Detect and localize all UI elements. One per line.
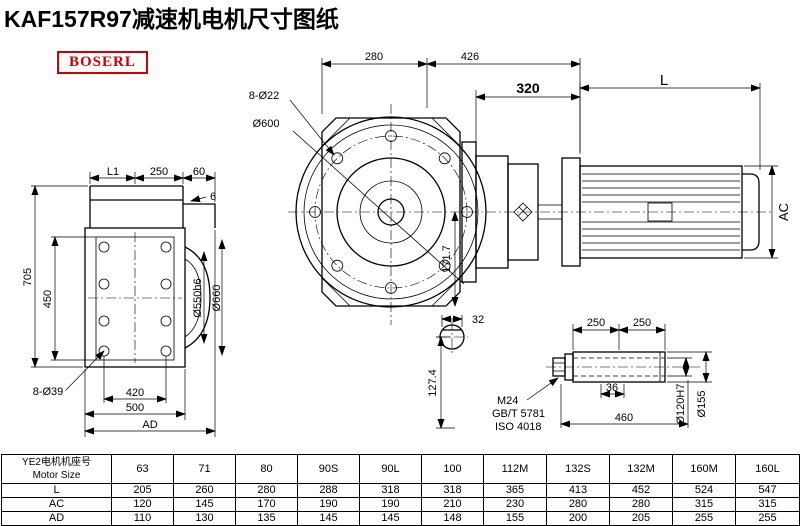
dim-500-label: 500 [126, 402, 144, 414]
dim-36-label: 36 [606, 382, 618, 394]
dim-171-label: 171.7 [441, 245, 453, 273]
dim-cell: 170 [235, 497, 298, 512]
bolt-thread-label: M24 [497, 395, 518, 407]
dim-cell: 280 [609, 497, 673, 512]
motor-size-header: 160M [672, 454, 736, 484]
dim-460-label: 460 [615, 412, 633, 424]
dim-cell: 452 [609, 483, 673, 498]
dim-cell: 288 [297, 483, 360, 498]
technical-drawing-canvas: L1 250 60 6 705 450 8-Ø39 420 500 AD Ø55… [22, 51, 791, 437]
dim-cell: 315 [735, 497, 800, 512]
dim-cell: 318 [421, 483, 484, 498]
dim-250b-label: 250 [633, 317, 651, 329]
dim-8xd39-label: 8-Ø39 [33, 386, 64, 398]
dim-cell: 524 [672, 483, 736, 498]
gearbox-body-outline [84, 227, 186, 368]
dim-ad-label: AD [142, 419, 157, 431]
dim-6-label: 6 [210, 191, 216, 203]
left-side-view [84, 185, 216, 368]
table-row-L: L 205 260 280 288 318 318 365 413 452 52… [1, 483, 800, 498]
brand-logo: BOSERL [57, 51, 148, 74]
side-view-dimensions: 320 L AC 171.7 [441, 72, 791, 307]
table-row-AC: AC 120 145 170 190 190 210 230 280 280 3… [1, 497, 800, 512]
dim-d600-label: Ø600 [253, 118, 280, 130]
table-header-row: YE2电机机座号 Motor Size 63 71 80 90S 90L 100… [1, 454, 800, 484]
dim-cell: 190 [297, 497, 360, 512]
dim-d660-label: Ø660 [211, 285, 223, 312]
dim-250-label: 250 [150, 166, 168, 178]
dim-cell: 230 [483, 497, 547, 512]
motor-size-header: 90S [297, 454, 360, 484]
dim-320-label: 320 [516, 80, 540, 96]
motor-size-table: YE2电机机座号 Motor Size 63 71 80 90S 90L 100… [1, 454, 800, 526]
diameter-leader-line [292, 130, 465, 285]
dim-cell: 120 [111, 497, 174, 512]
motor-size-header: 100 [421, 454, 484, 484]
motor-side-view [461, 141, 760, 283]
front-flange-view [288, 104, 772, 325]
dim-cell: 413 [546, 483, 610, 498]
dim-cell: 315 [672, 497, 736, 512]
dim-8xd22-label: 8-Ø22 [249, 90, 280, 102]
motor-nameplate [647, 202, 673, 222]
dim-cell: 210 [421, 497, 484, 512]
dim-cell: 280 [235, 483, 298, 498]
header-cn: YE2电机机座号 [22, 457, 91, 468]
table-corner-header: YE2电机机座号 Motor Size [1, 454, 112, 484]
dim-426-label: 426 [461, 51, 479, 63]
dim-cell: 260 [173, 483, 236, 498]
housing-outline [321, 117, 461, 307]
motor-size-header: 132M [609, 454, 673, 484]
shaft-view-dimensions: 250 250 36 460 Ø120H7 Ø155 [560, 317, 712, 428]
dim-cell: 190 [359, 497, 422, 512]
motor-size-header: 71 [173, 454, 236, 484]
bolt-standard-iso-label: ISO 4018 [495, 421, 541, 433]
dim-d550-label: Ø550h6 [192, 278, 204, 317]
motor-size-header: 112M [483, 454, 547, 484]
page-title: KAF157R97减速机电机尺寸图纸 [4, 6, 339, 32]
dim-250a-label: 250 [587, 317, 605, 329]
dim-d120-label: Ø120H7 [675, 384, 687, 425]
bolt-standard-gb-label: GB/T 5781 [492, 408, 545, 420]
fan-cover [742, 173, 760, 251]
motor-size-header: 160L [735, 454, 800, 484]
header-en: Motor Size [32, 470, 81, 481]
dim-cell: 280 [546, 497, 610, 512]
dim-450-label: 450 [42, 290, 54, 308]
motor-body [579, 165, 743, 259]
dim-60-label: 60 [193, 166, 205, 178]
dim-127-label: 127.4 [427, 369, 439, 397]
row-label: L [1, 483, 112, 498]
dim-cell: 145 [173, 497, 236, 512]
dim-ac-label: AC [776, 203, 791, 221]
dim-L-label: L [660, 72, 668, 89]
output-shaft-view [546, 351, 700, 383]
flange-edge-arc [184, 246, 211, 349]
row-label: AC [1, 497, 112, 512]
dim-32-label: 32 [472, 314, 484, 326]
dim-420-label: 420 [126, 387, 144, 399]
motor-size-header: 132S [546, 454, 610, 484]
dim-l1-label: L1 [107, 166, 119, 178]
key-symbol [513, 202, 533, 222]
bolt-note: M24 GB/T 5781 ISO 4018 [492, 377, 559, 433]
dim-cell: 205 [111, 483, 174, 498]
key-section-view: 32 127.4 [427, 314, 484, 429]
dim-cell: 547 [735, 483, 800, 498]
dim-cell: 318 [359, 483, 422, 498]
dim-705-label: 705 [22, 268, 34, 286]
dim-cell: 365 [483, 483, 547, 498]
motor-size-header: 80 [235, 454, 298, 484]
motor-size-header: 63 [111, 454, 174, 484]
dim-280-label: 280 [365, 51, 383, 63]
left-view-dimensions: L1 250 60 6 705 450 8-Ø39 420 500 AD Ø55… [22, 166, 226, 437]
motor-size-header: 90L [359, 454, 422, 484]
dim-d155-label: Ø155 [696, 391, 708, 418]
